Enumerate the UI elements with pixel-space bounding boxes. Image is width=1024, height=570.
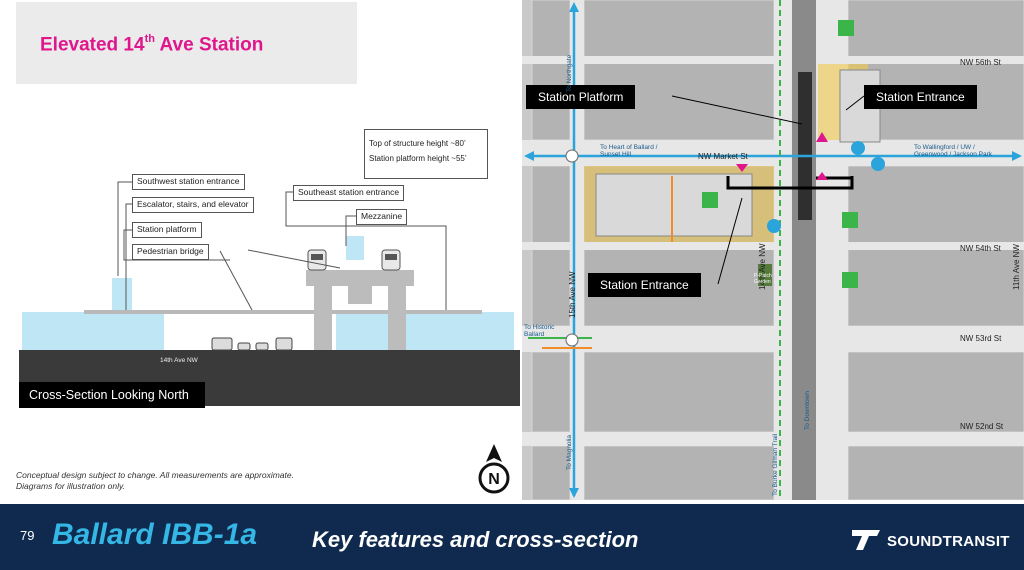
station-platform	[798, 72, 812, 220]
route-label-northgate: To Northgate	[566, 54, 573, 92]
page-title: Elevated 14th Ave Station	[40, 33, 264, 56]
street-label-nw52: NW 52nd St	[960, 422, 1004, 431]
callout-pedestrian-bridge: Pedestrian bridge	[132, 244, 209, 260]
vehicle	[275, 337, 293, 351]
height-callout: Top of structure height ~80’ Station pla…	[364, 129, 488, 179]
guideway-deck	[306, 270, 414, 286]
north-arrow-icon: N	[478, 444, 510, 494]
structure-height-text: Top of structure height ~80’	[369, 139, 466, 148]
route-label-burke-gilman: To Burke Gilman Trail	[772, 433, 779, 496]
map-callout-entrance-southwest: Station Entrance	[588, 273, 701, 297]
vehicle	[211, 337, 233, 351]
southwest-building	[22, 312, 164, 352]
callout-station-platform: Station platform	[132, 222, 202, 238]
street-label-market: NW Market St	[698, 152, 748, 161]
footer-subtitle: Key features and cross-section	[312, 527, 639, 552]
disclaimer: Conceptual design subject to change. All…	[16, 470, 294, 492]
platform-height-text: Station platform height ~55’	[369, 154, 467, 164]
map-callout-station-platform: Station Platform	[526, 85, 636, 109]
soundtransit-logo-icon	[852, 530, 880, 550]
street-label-nw54: NW 54th St	[960, 244, 1001, 253]
train-right	[381, 249, 401, 271]
title-box: Elevated 14th Ave Station	[16, 2, 357, 84]
guideway-column-left	[314, 286, 332, 350]
mezzanine-block	[348, 286, 372, 304]
callout-mezzanine: Mezzanine	[356, 209, 408, 225]
guideway-column-right	[388, 286, 406, 350]
cross-section-diagram: Top of structure height ~80’ Station pla…	[0, 0, 520, 470]
train-left	[307, 249, 327, 271]
pedestrian-bridge	[84, 310, 482, 314]
street-label-nw53: NW 53rd St	[960, 334, 1002, 343]
street-label: 14th Ave NW	[160, 357, 198, 364]
page-number: 79	[20, 528, 35, 543]
vehicle	[255, 342, 269, 351]
cross-section-caption: Cross-Section Looking North	[19, 382, 205, 408]
vehicle	[237, 342, 251, 351]
site-southwest	[595, 173, 753, 237]
street-label-15th: 15th Ave NW	[568, 271, 577, 318]
callout-southwest-entrance: Southwest station entrance	[132, 174, 245, 190]
route-label-wallingford: To Wallingford / UW /Greenwood / Jackson…	[914, 144, 993, 159]
svg-text:N: N	[488, 471, 500, 488]
southwest-entrance-tower	[112, 278, 132, 314]
station-area-map: Station Platform Station Entrance Statio…	[522, 0, 1024, 500]
callout-southeast-entrance: Southeast station entrance	[293, 185, 405, 201]
footer-title: Ballard IBB-1a	[52, 518, 258, 551]
footer-divider	[0, 500, 1024, 504]
brand-name: SOUNDTRANSIT	[887, 533, 1010, 550]
map-drawing	[522, 0, 1024, 500]
callout-escalator: Escalator, stairs, and elevator	[132, 197, 254, 213]
rooftop-box	[346, 236, 364, 260]
southeast-building	[336, 312, 514, 352]
footer	[0, 504, 1024, 570]
route-label-magnolia: To Magnolia	[566, 434, 573, 470]
map-callout-entrance-northeast: Station Entrance	[864, 85, 977, 109]
route-label-heart-of-ballard: To Heart of Ballard /Sunset Hill	[600, 144, 658, 159]
street-label-11th: 11th Ave NW	[1012, 244, 1021, 290]
route-label-downtown: To Downtown	[804, 390, 811, 430]
street-label-nw56: NW 56th St	[960, 58, 1001, 67]
